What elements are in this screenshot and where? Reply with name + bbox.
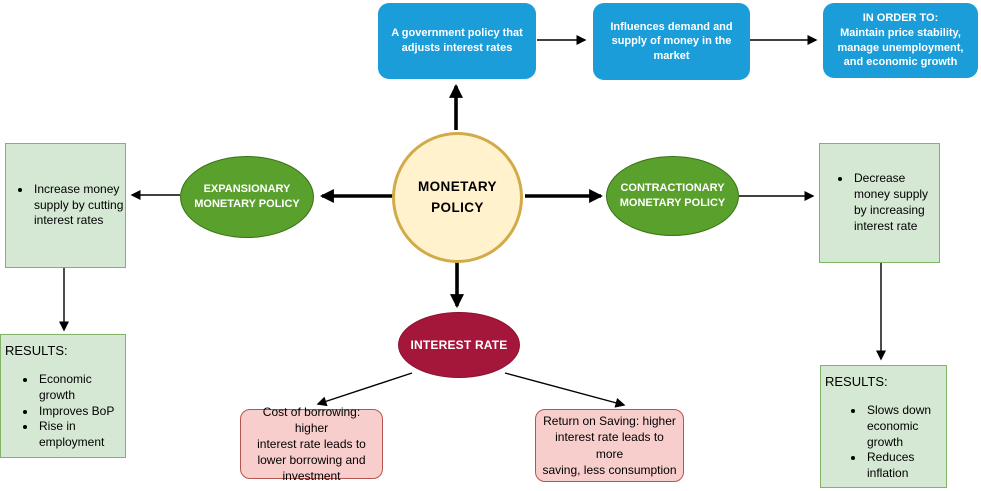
results-title: RESULTS: <box>825 374 888 389</box>
node-expansionary-policy: EXPANSIONARY MONETARY POLICY <box>180 156 314 238</box>
node-increase-money-supply: Increase money supply by cutting interes… <box>5 143 126 268</box>
bullet-slows-growth: Slows down economic growth <box>865 403 942 450</box>
node-contractionary-policy: CONTRACTIONARY MONETARY POLICY <box>606 156 739 236</box>
node-decrease-money-supply: Decrease money supply by increasing inte… <box>819 143 940 263</box>
results-title: RESULTS: <box>5 343 68 358</box>
node-in-order-to: IN ORDER TO: Maintain price stability, m… <box>823 3 978 78</box>
bullet-increase-money-supply: Increase money supply by cutting interes… <box>32 182 125 229</box>
node-results-contractionary: RESULTS: Slows down economic growth Redu… <box>820 365 947 488</box>
node-government-policy: A government policy that adjusts interes… <box>378 3 536 79</box>
node-interest-rate: INTEREST RATE <box>398 312 520 378</box>
bullet-improves-bop: Improves BoP <box>37 404 121 420</box>
bullet-rise-in-employment: Rise in employment <box>37 419 121 451</box>
node-influences-demand-supply: Influences demand and supply of money in… <box>593 3 750 80</box>
bullet-reduces-inflation: Reduces inflation <box>865 450 942 482</box>
bullet-decrease-money-supply: Decrease money supply by increasing inte… <box>852 171 939 234</box>
node-cost-of-borrowing: Cost of borrowing: higher interest rate … <box>240 405 383 483</box>
node-return-on-saving: Return on Saving: higher interest rate l… <box>535 409 684 482</box>
node-results-expansionary: RESULTS: Economic growth Improves BoP Ri… <box>0 334 126 458</box>
node-monetary-policy: MONETARY POLICY <box>392 132 523 263</box>
bullet-economic-growth: Economic growth <box>37 372 121 404</box>
